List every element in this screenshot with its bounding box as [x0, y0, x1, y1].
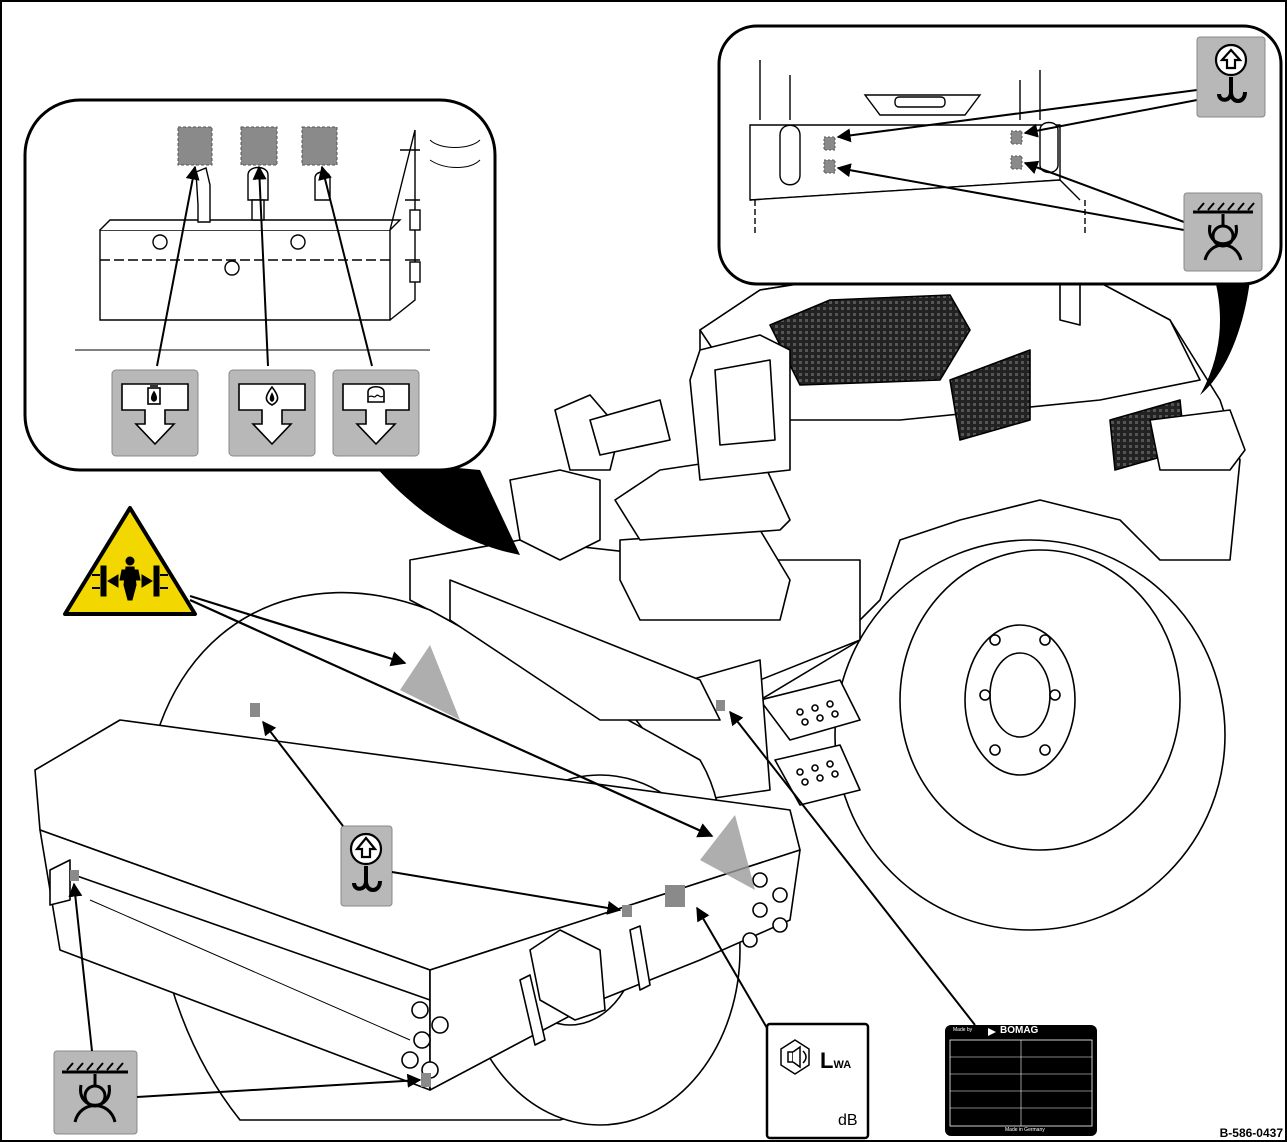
coolant-drain-icon: [342, 383, 410, 446]
inset-pointer-right: [1200, 280, 1250, 395]
tie-down-point-label: [53, 1050, 138, 1135]
crush-hazard-icon: [92, 556, 168, 601]
steering-console: [509, 469, 601, 561]
inset-pointer-left: [370, 460, 520, 555]
front-beam: [449, 579, 721, 721]
hydraulic-oil-drain-label: [111, 369, 199, 457]
nameplate-footer: Made in Germany: [1005, 1127, 1045, 1133]
figure-reference-id: B-586-0437: [1219, 1126, 1283, 1140]
type-plate: [945, 1025, 1097, 1136]
hydraulic-oil-drain-icon: [121, 383, 189, 446]
lifting-hook-icon: [1214, 43, 1248, 103]
coolant-drain-label: [332, 369, 420, 457]
sound-power-symbol: LWA: [820, 1048, 852, 1073]
bomag-logo-icon: [988, 1028, 996, 1036]
engine-oil-drain-icon: [238, 383, 306, 446]
nameplate-made-by: Made by: [953, 1027, 973, 1033]
decal-areas: [70, 645, 755, 1087]
tie-down-icon: [1193, 202, 1255, 261]
steps: [759, 679, 861, 806]
sound-power-subscript: WA: [833, 1059, 852, 1071]
nameplate-brand: BOMAG: [1000, 1025, 1039, 1036]
inset-drain-points: [23, 98, 520, 555]
lifting-point-label-rear: [1196, 36, 1266, 118]
engine-oil-drain-label: [228, 369, 316, 457]
operator-seat: [614, 334, 791, 621]
crush-hazard-warning: [63, 506, 197, 616]
tie-down-point-label-rear: [1183, 192, 1263, 272]
sound-power-label: [765, 1022, 870, 1140]
rear-tyre: [834, 539, 1226, 931]
lifting-point-label: [340, 825, 393, 907]
sound-power-icon: [780, 1039, 810, 1075]
inset-rear-points: [717, 24, 1283, 395]
sound-power-unit: dB: [838, 1112, 858, 1129]
lifting-hook-icon: [349, 832, 383, 892]
tie-down-icon: [62, 1062, 128, 1123]
